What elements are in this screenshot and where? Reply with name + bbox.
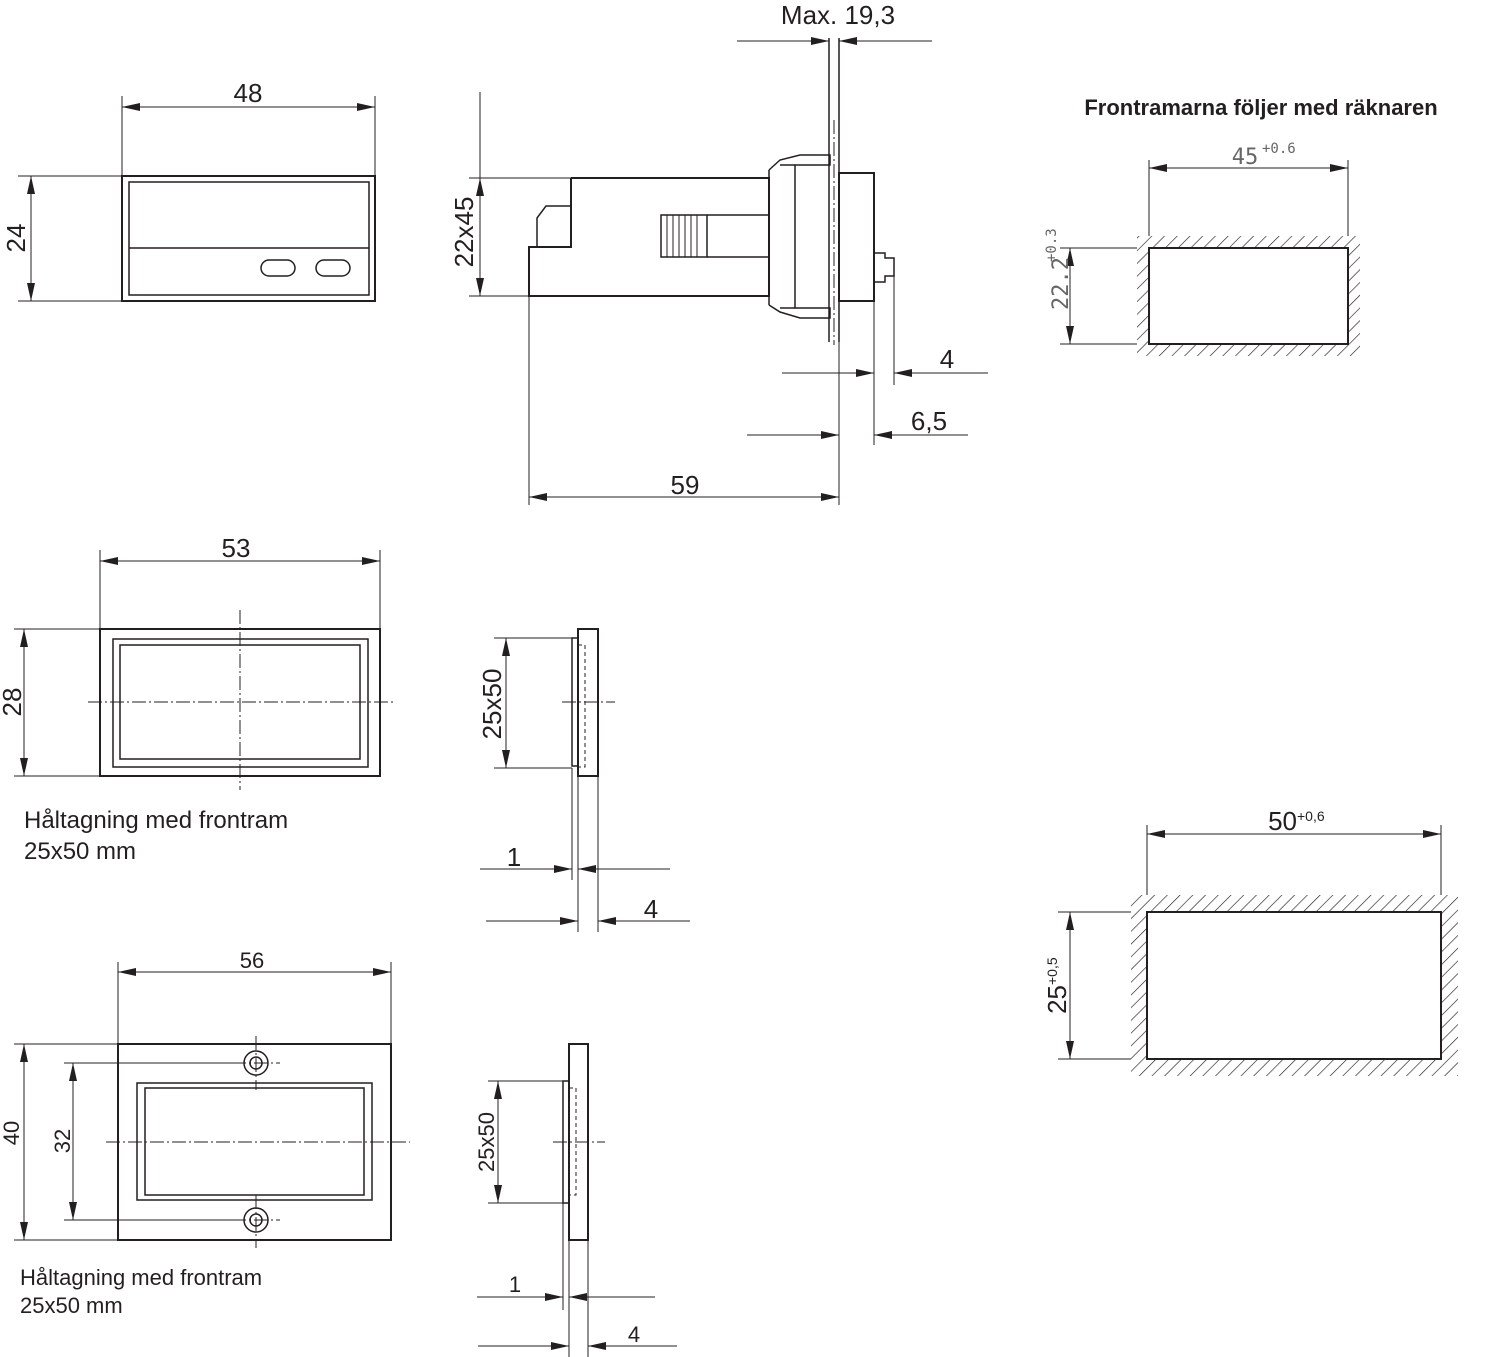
depth-dim-label: 59	[671, 470, 700, 500]
frame56-hole-spacing-label: 32	[50, 1129, 75, 1153]
front-height-label: 24	[1, 224, 31, 253]
cutout45-width-label: 45	[1232, 145, 1259, 170]
frame56-thickness-b: 4	[628, 1322, 640, 1347]
frame-56-front: 56 40 32 Håltagning med frontram 25x50 m…	[0, 948, 410, 1318]
max-depth-label: Max. 19,3	[781, 0, 895, 30]
frame53-note-line1: Håltagning med frontram	[24, 807, 288, 834]
cutout50-width-label: 50	[1268, 806, 1297, 836]
frame56-side-size-label: 25x50	[474, 1112, 499, 1172]
frame56-thickness-a: 1	[509, 1272, 521, 1297]
cutout-50: 50 +0,6 25 +0,5	[1042, 806, 1458, 1076]
frame53-width-label: 53	[222, 533, 251, 563]
cutout45-height-label: 22.2	[1049, 257, 1074, 310]
button-left-icon	[260, 259, 296, 277]
cutout-45: 45 +0.6 22.2 +0.3	[1044, 141, 1360, 356]
frame53-height-label: 28	[0, 688, 27, 717]
frame-note-title: Frontramarna följer med räknaren	[1084, 95, 1437, 120]
frame-53-side: 25x50 1 4	[477, 628, 690, 932]
shaft-dim-label: 4	[940, 344, 954, 374]
frame56-note-line2: 25x50 mm	[20, 1293, 123, 1318]
collar-dim-label: 6,5	[911, 406, 947, 436]
side-view: Max. 19,3 22x45 4 6,5 59	[449, 0, 988, 505]
cutout45-height-tol: +0.3	[1044, 228, 1060, 262]
frame56-height-label: 40	[0, 1121, 24, 1145]
frame56-note-line1: Håltagning med frontram	[20, 1265, 262, 1290]
frame53-note-line2: 25x50 mm	[24, 838, 136, 865]
button-right-icon	[315, 259, 351, 277]
front-width-label: 48	[234, 78, 263, 108]
frame53-side-size-label: 25x50	[477, 669, 507, 740]
cutout50-width-tol: +0,6	[1297, 808, 1325, 824]
cutout45-width-tol: +0.6	[1262, 141, 1296, 157]
frame56-width-label: 56	[240, 948, 264, 973]
cutout50-height-tol: +0,5	[1044, 957, 1060, 985]
frame-53-front: 53 28 Håltagning med frontram 25x50 mm	[0, 533, 393, 865]
frame-56-side: 25x50 1 4	[474, 1043, 677, 1357]
front-view: 48 24	[1, 78, 376, 302]
frame53-thickness-a: 1	[507, 842, 521, 872]
frame53-thickness-b: 4	[644, 894, 658, 924]
cutout50-height-label: 25	[1042, 985, 1072, 1014]
cutout-size-label: 22x45	[449, 197, 479, 268]
